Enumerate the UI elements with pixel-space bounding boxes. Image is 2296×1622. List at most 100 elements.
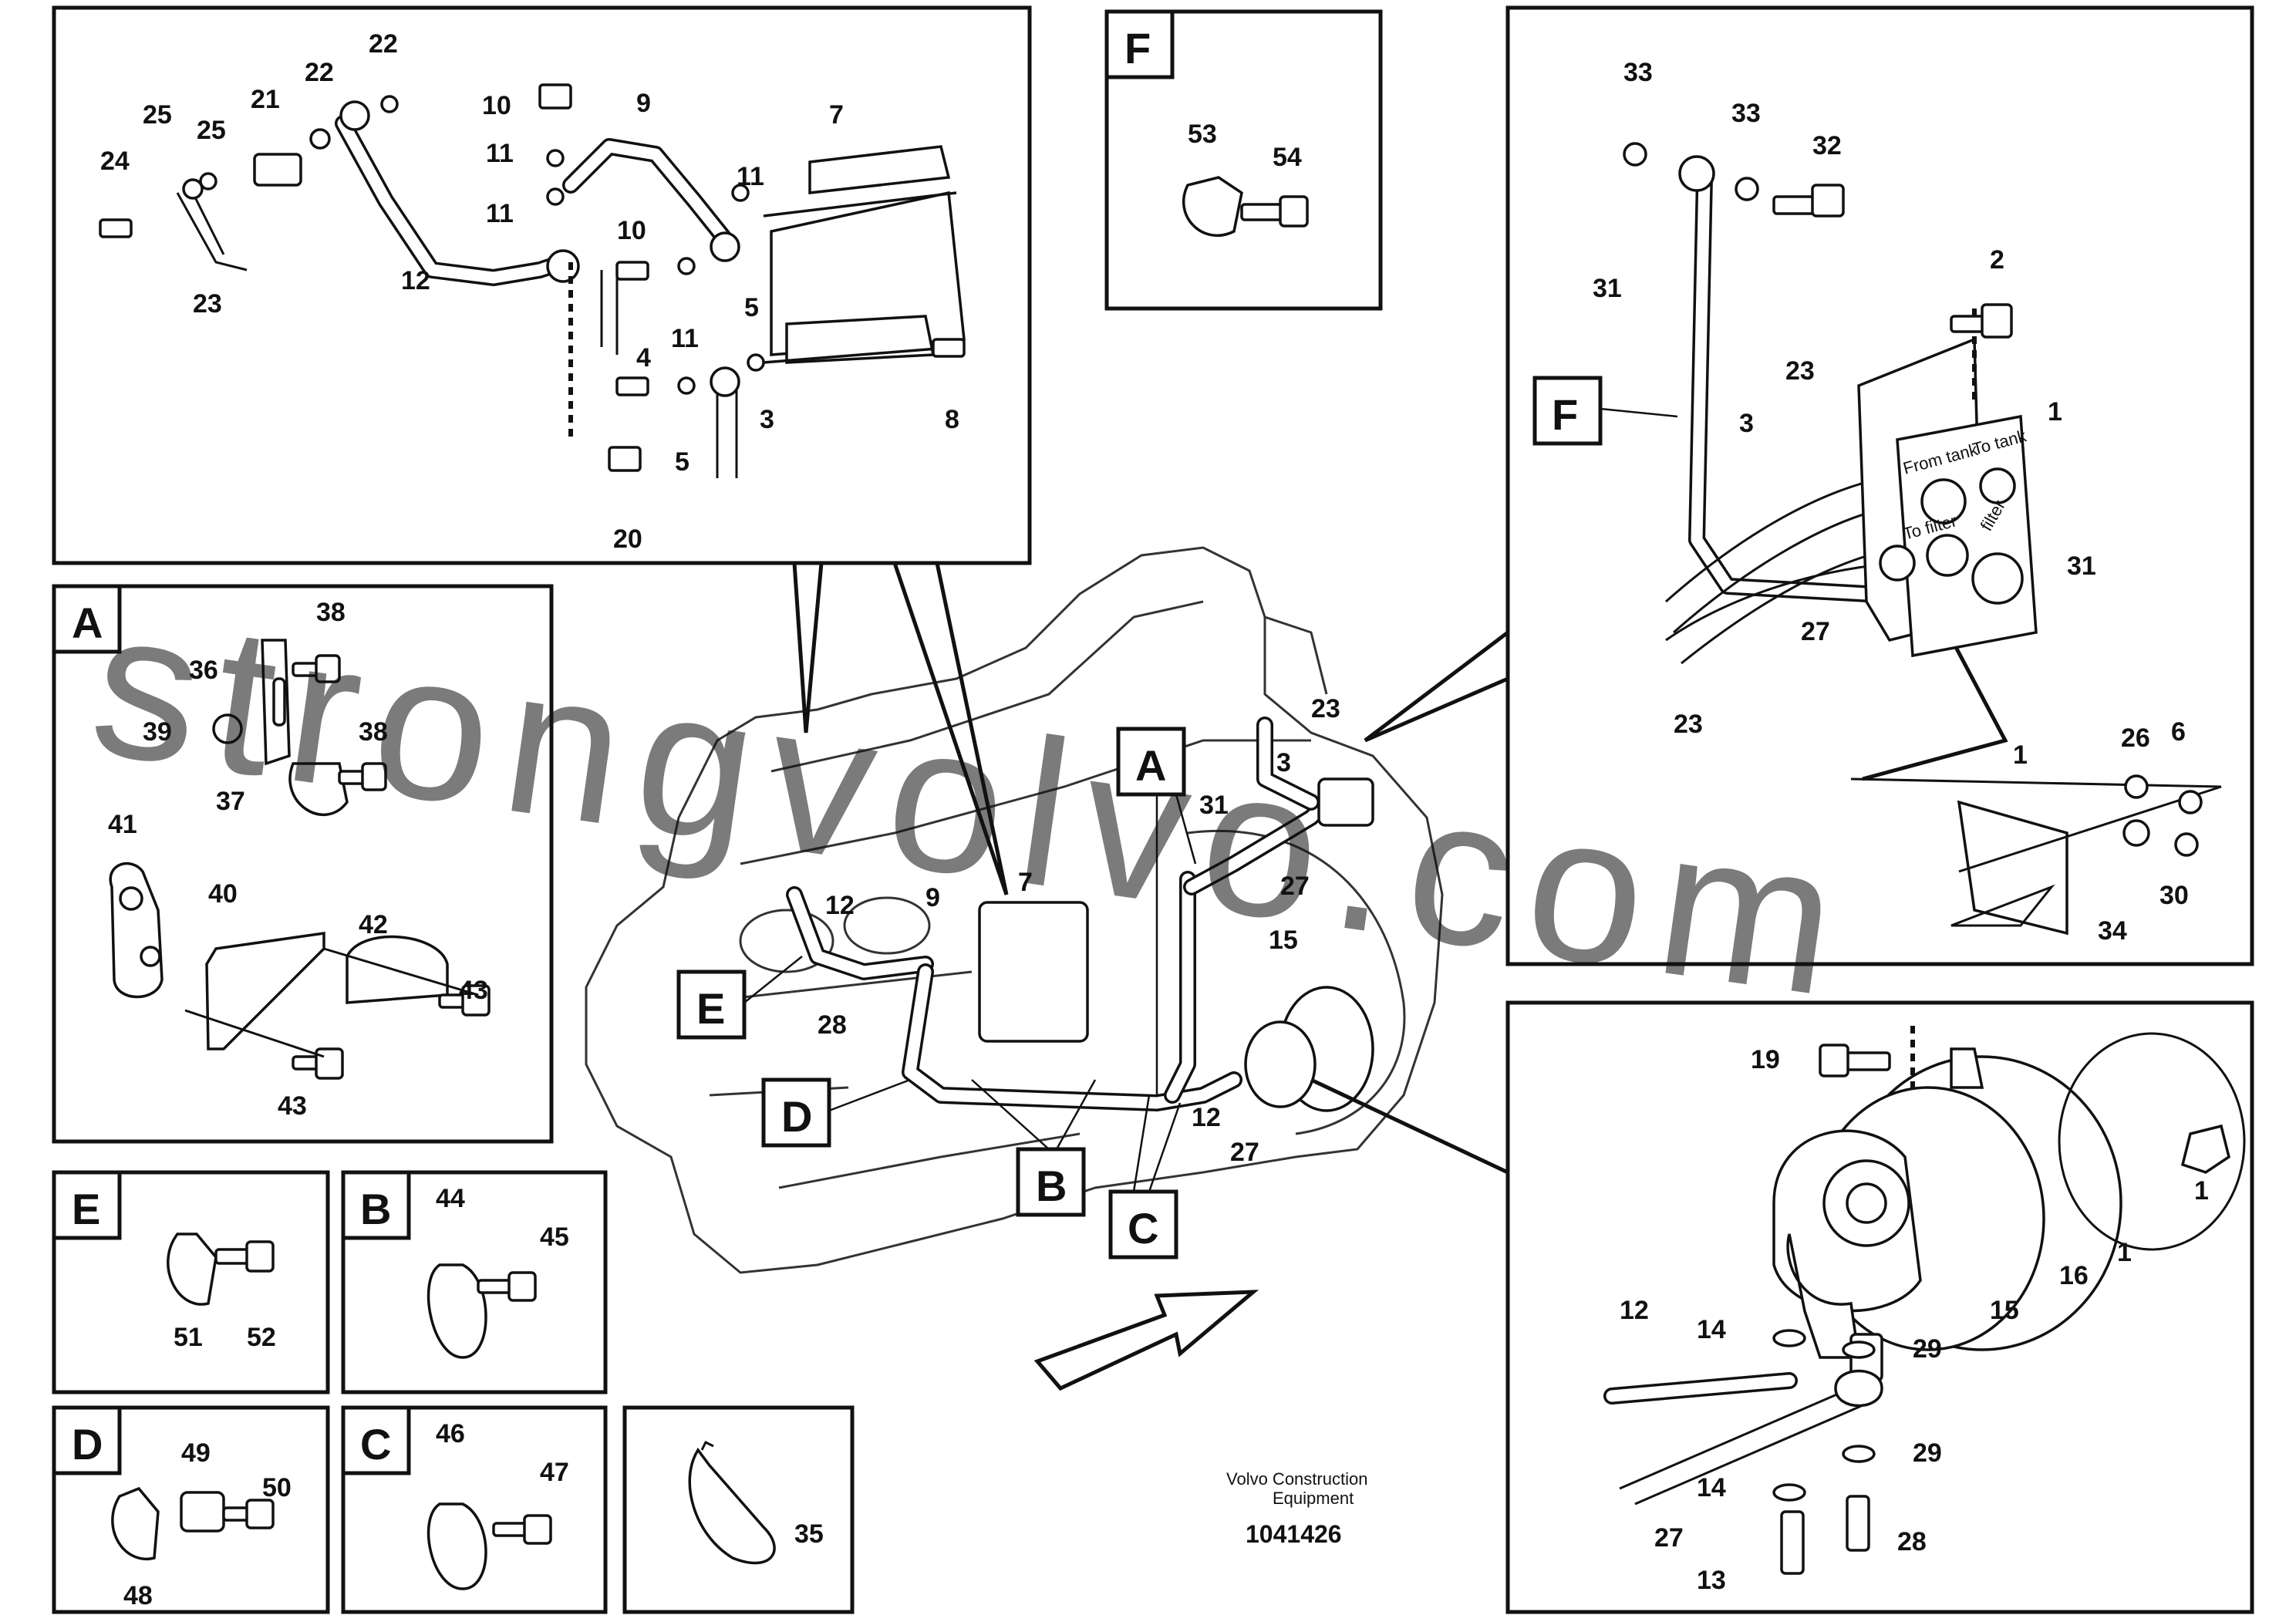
callout: 22	[305, 58, 334, 87]
callout: 53	[1188, 120, 1217, 149]
view-letter-a: A	[72, 599, 103, 647]
callout: 5	[744, 293, 759, 322]
callout: 10	[617, 216, 646, 245]
document-caption: Volvo Construction Equipment 1041426	[1226, 1469, 1367, 1548]
callout: 1	[2117, 1238, 2132, 1267]
detail-f-small: F 53 54	[1104, 9, 1383, 311]
callout: 10	[482, 91, 511, 120]
callout: 16	[2059, 1261, 2089, 1290]
callout: 27	[1230, 1138, 1259, 1167]
callout: 7	[829, 100, 844, 130]
callout: 9	[925, 883, 940, 912]
callout: 11	[737, 162, 764, 191]
callout: 11	[486, 199, 514, 228]
detail-c: C 46 47	[341, 1405, 608, 1614]
callout: 5	[675, 447, 689, 477]
detail-top-right: From tank To tank To filter filter F	[1364, 5, 2254, 966]
view-letter-c-marker: C	[1128, 1204, 1158, 1253]
callout: 45	[540, 1222, 569, 1252]
callout: 8	[945, 405, 959, 434]
detail-top-left	[52, 5, 1032, 895]
view-letter-b: B	[360, 1185, 391, 1233]
callout: 54	[1273, 143, 1302, 172]
detail-strap: 35	[622, 1405, 855, 1614]
callout: 24	[100, 147, 130, 176]
callout: 3	[1276, 748, 1291, 777]
view-letter-a-marker: A	[1135, 741, 1166, 790]
callout: 44	[436, 1184, 465, 1213]
callout: 7	[1018, 868, 1033, 897]
callout: 4	[636, 343, 651, 373]
callout: 30	[2159, 881, 2189, 910]
callout: 31	[2067, 551, 2096, 581]
callout: 22	[369, 29, 398, 59]
engine-outline	[585, 546, 1444, 1274]
callout: 40	[208, 879, 238, 909]
callout: 42	[359, 910, 388, 939]
callout: 50	[262, 1473, 292, 1502]
detail-d: D 49 50 48	[52, 1405, 330, 1614]
callout: 3	[760, 405, 774, 434]
callout: 46	[436, 1419, 465, 1448]
callout: 37	[216, 787, 245, 816]
callout: 51	[174, 1323, 203, 1352]
callout: 23	[1785, 356, 1815, 386]
callout: 29	[1913, 1334, 1942, 1364]
callout: 41	[108, 810, 137, 839]
callout: 20	[613, 524, 642, 554]
detail-b: B 44 45	[341, 1170, 608, 1394]
callout: 13	[1697, 1566, 1726, 1595]
callout: 2	[1990, 245, 2004, 275]
callout: 23	[193, 289, 222, 319]
callout: 15	[1990, 1296, 2019, 1325]
callout: 12	[401, 266, 430, 295]
callout: 14	[1697, 1473, 1726, 1502]
callout: 15	[1269, 926, 1298, 955]
callout: 28	[1897, 1527, 1927, 1556]
callout: 33	[1731, 99, 1761, 128]
callout: 39	[143, 717, 172, 747]
callout: 11	[486, 139, 514, 168]
callouts-top-left: 22 25 21 22 24 25 23 12 10 11 11 9 7 10 …	[100, 29, 959, 554]
view-letter-c: C	[360, 1420, 391, 1469]
detail-bottom-right: 19 1 1 16 15 12 14 29 29 14 27 28 13	[1505, 1000, 2254, 1614]
engine-pipes	[786, 717, 1374, 1112]
callout: 27	[1280, 872, 1310, 901]
callout: 25	[197, 116, 226, 145]
view-letter-e-marker: E	[696, 984, 725, 1033]
callout: 12	[1620, 1296, 1649, 1325]
callout: 34	[2098, 916, 2127, 946]
view-letter-f: F	[1124, 24, 1151, 73]
view-letter-b-marker: B	[1036, 1162, 1067, 1210]
callout: 23	[1311, 694, 1340, 723]
callout: 49	[181, 1438, 211, 1468]
engine-callouts: A E D B C 23 3 31 27 7 9 12 15 12 27 28	[676, 694, 1510, 1259]
callout: 14	[1697, 1315, 1726, 1344]
view-letter-d-marker: D	[781, 1092, 812, 1141]
callout: 29	[1913, 1438, 1942, 1468]
callout: 43	[459, 976, 488, 1005]
callout: 3	[1739, 409, 1754, 438]
callout: 27	[1801, 617, 1830, 646]
callout: 1	[2013, 740, 2028, 770]
callout: 48	[123, 1581, 153, 1610]
callout: 1	[2194, 1176, 2209, 1206]
callout: 21	[251, 85, 280, 114]
callout: 38	[316, 598, 346, 627]
callout: 12	[825, 891, 855, 920]
callout: 19	[1751, 1045, 1780, 1074]
callout: 26	[2121, 723, 2150, 753]
callouts-top-right: 33 33 32 2 31 23 1 3 31 27 23 26 6 1 34 …	[1593, 58, 2189, 946]
callout: 31	[1593, 274, 1622, 303]
callout: 33	[1623, 58, 1653, 87]
callout: 32	[1812, 131, 1842, 160]
view-letter-d: D	[72, 1420, 103, 1469]
callout: 38	[359, 717, 388, 747]
doc-number: 1041426	[1246, 1520, 1342, 1548]
callout: 23	[1674, 710, 1703, 739]
callout: 9	[636, 89, 651, 118]
callout: 47	[540, 1458, 569, 1487]
callout: 6	[2171, 717, 2186, 747]
callout: 27	[1654, 1523, 1684, 1553]
